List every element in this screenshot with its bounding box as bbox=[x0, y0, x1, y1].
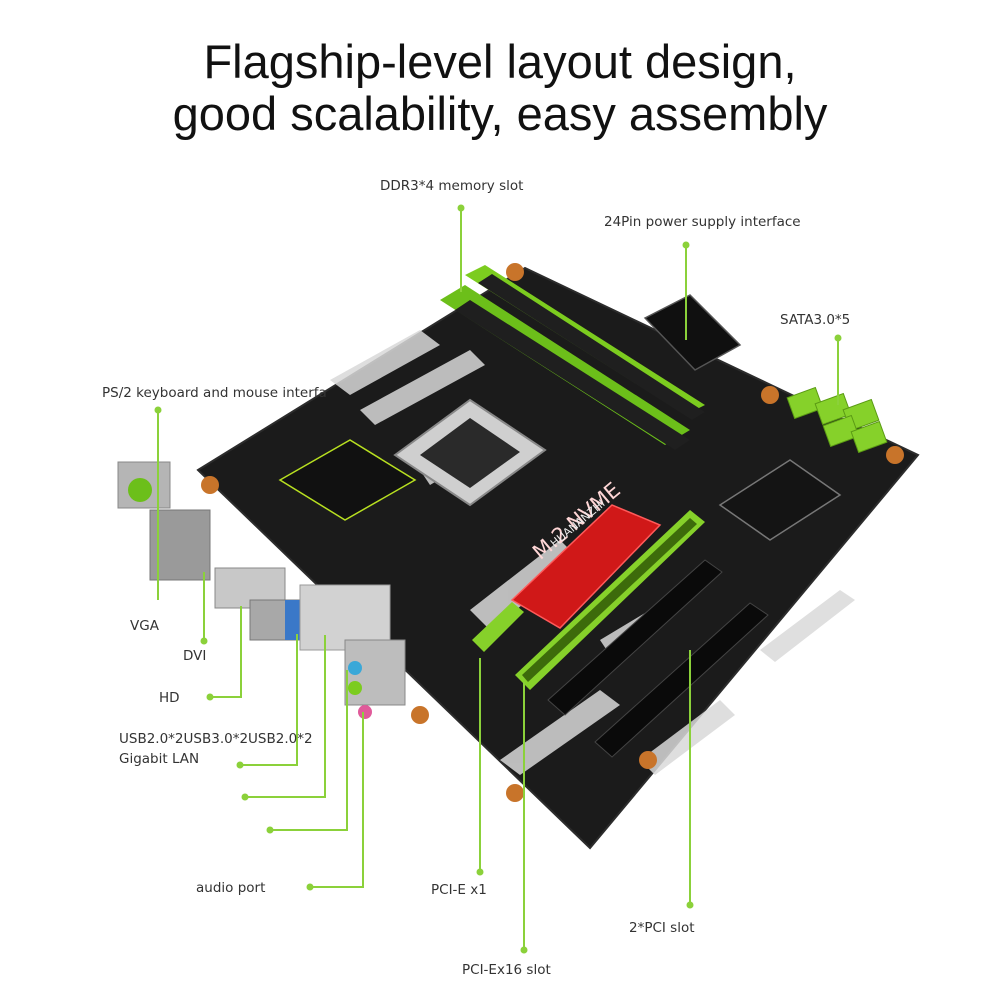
pcb-graphic-streaks bbox=[330, 330, 855, 775]
leader-lines bbox=[157, 208, 839, 950]
pci-slot-1 bbox=[547, 559, 723, 716]
pcie-x1-slot bbox=[472, 602, 524, 652]
sata-ports bbox=[786, 386, 888, 454]
mounting-holes bbox=[201, 263, 904, 802]
label-vga: VGA bbox=[130, 618, 159, 634]
label-gigabit-lan: Gigabit LAN bbox=[119, 751, 200, 767]
label-dvi: DVI bbox=[183, 648, 207, 664]
label-usb: USB2.0*2USB3.0*2USB2.0*2 bbox=[119, 731, 313, 747]
label-pcie-x16: PCI-Ex16 slot bbox=[462, 962, 551, 978]
cpu-socket-inner bbox=[420, 418, 520, 488]
label-ddr3-memory-slot: DDR3*4 memory slot bbox=[380, 178, 524, 194]
pci-slot-2 bbox=[594, 602, 769, 758]
label-ps2: PS/2 keyboard and mouse interfa bbox=[102, 385, 327, 401]
label-audio-port: audio port bbox=[196, 880, 266, 896]
label-2-pci-slot: 2*PCI slot bbox=[629, 920, 695, 936]
headline-line-1: Flagship-level layout design, bbox=[203, 35, 797, 88]
headline-line-2: good scalability, easy assembly bbox=[172, 87, 828, 140]
power-24pin-connector bbox=[643, 294, 742, 371]
label-sata: SATA3.0*5 bbox=[780, 312, 851, 328]
label-hd: HD bbox=[159, 690, 180, 706]
vrm-heatsink bbox=[278, 439, 417, 521]
leader-dots bbox=[154, 204, 842, 954]
label-24pin-power: 24Pin power supply interface bbox=[604, 214, 801, 230]
chipset-heatsink bbox=[718, 459, 842, 541]
memory-slots bbox=[440, 265, 705, 450]
label-pcie-x1: PCI-E x1 bbox=[431, 882, 487, 898]
m2-heatsink bbox=[510, 504, 662, 629]
rear-io-panel bbox=[117, 461, 406, 719]
